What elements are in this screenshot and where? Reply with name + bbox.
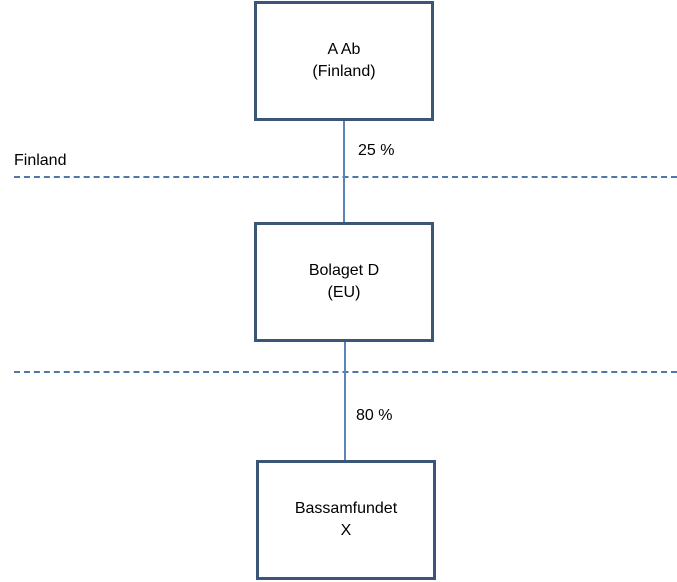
node-bassamfundet-location: X (340, 522, 352, 539)
ownership-label-80: 80 % (356, 407, 393, 424)
node-bolaget-d-location: (EU) (327, 284, 361, 301)
node-a-ab-name: A Ab (327, 41, 361, 58)
node-bassamfundet-name: Bassamfundet (294, 500, 398, 517)
node-bolaget-d-name: Bolaget D (308, 262, 380, 279)
ownership-label-25: 25 % (358, 142, 395, 159)
connector-parent-to-middle (343, 121, 345, 222)
region-divider-finland (14, 176, 677, 178)
connector-middle-to-bottom (344, 342, 346, 460)
node-a-ab: A Ab (Finland) (254, 1, 434, 121)
node-a-ab-location: (Finland) (312, 63, 376, 80)
node-bassamfundet-x: Bassamfundet X (256, 460, 436, 580)
node-bolaget-d: Bolaget D (EU) (254, 222, 434, 342)
region-label-finland: Finland (14, 152, 67, 169)
